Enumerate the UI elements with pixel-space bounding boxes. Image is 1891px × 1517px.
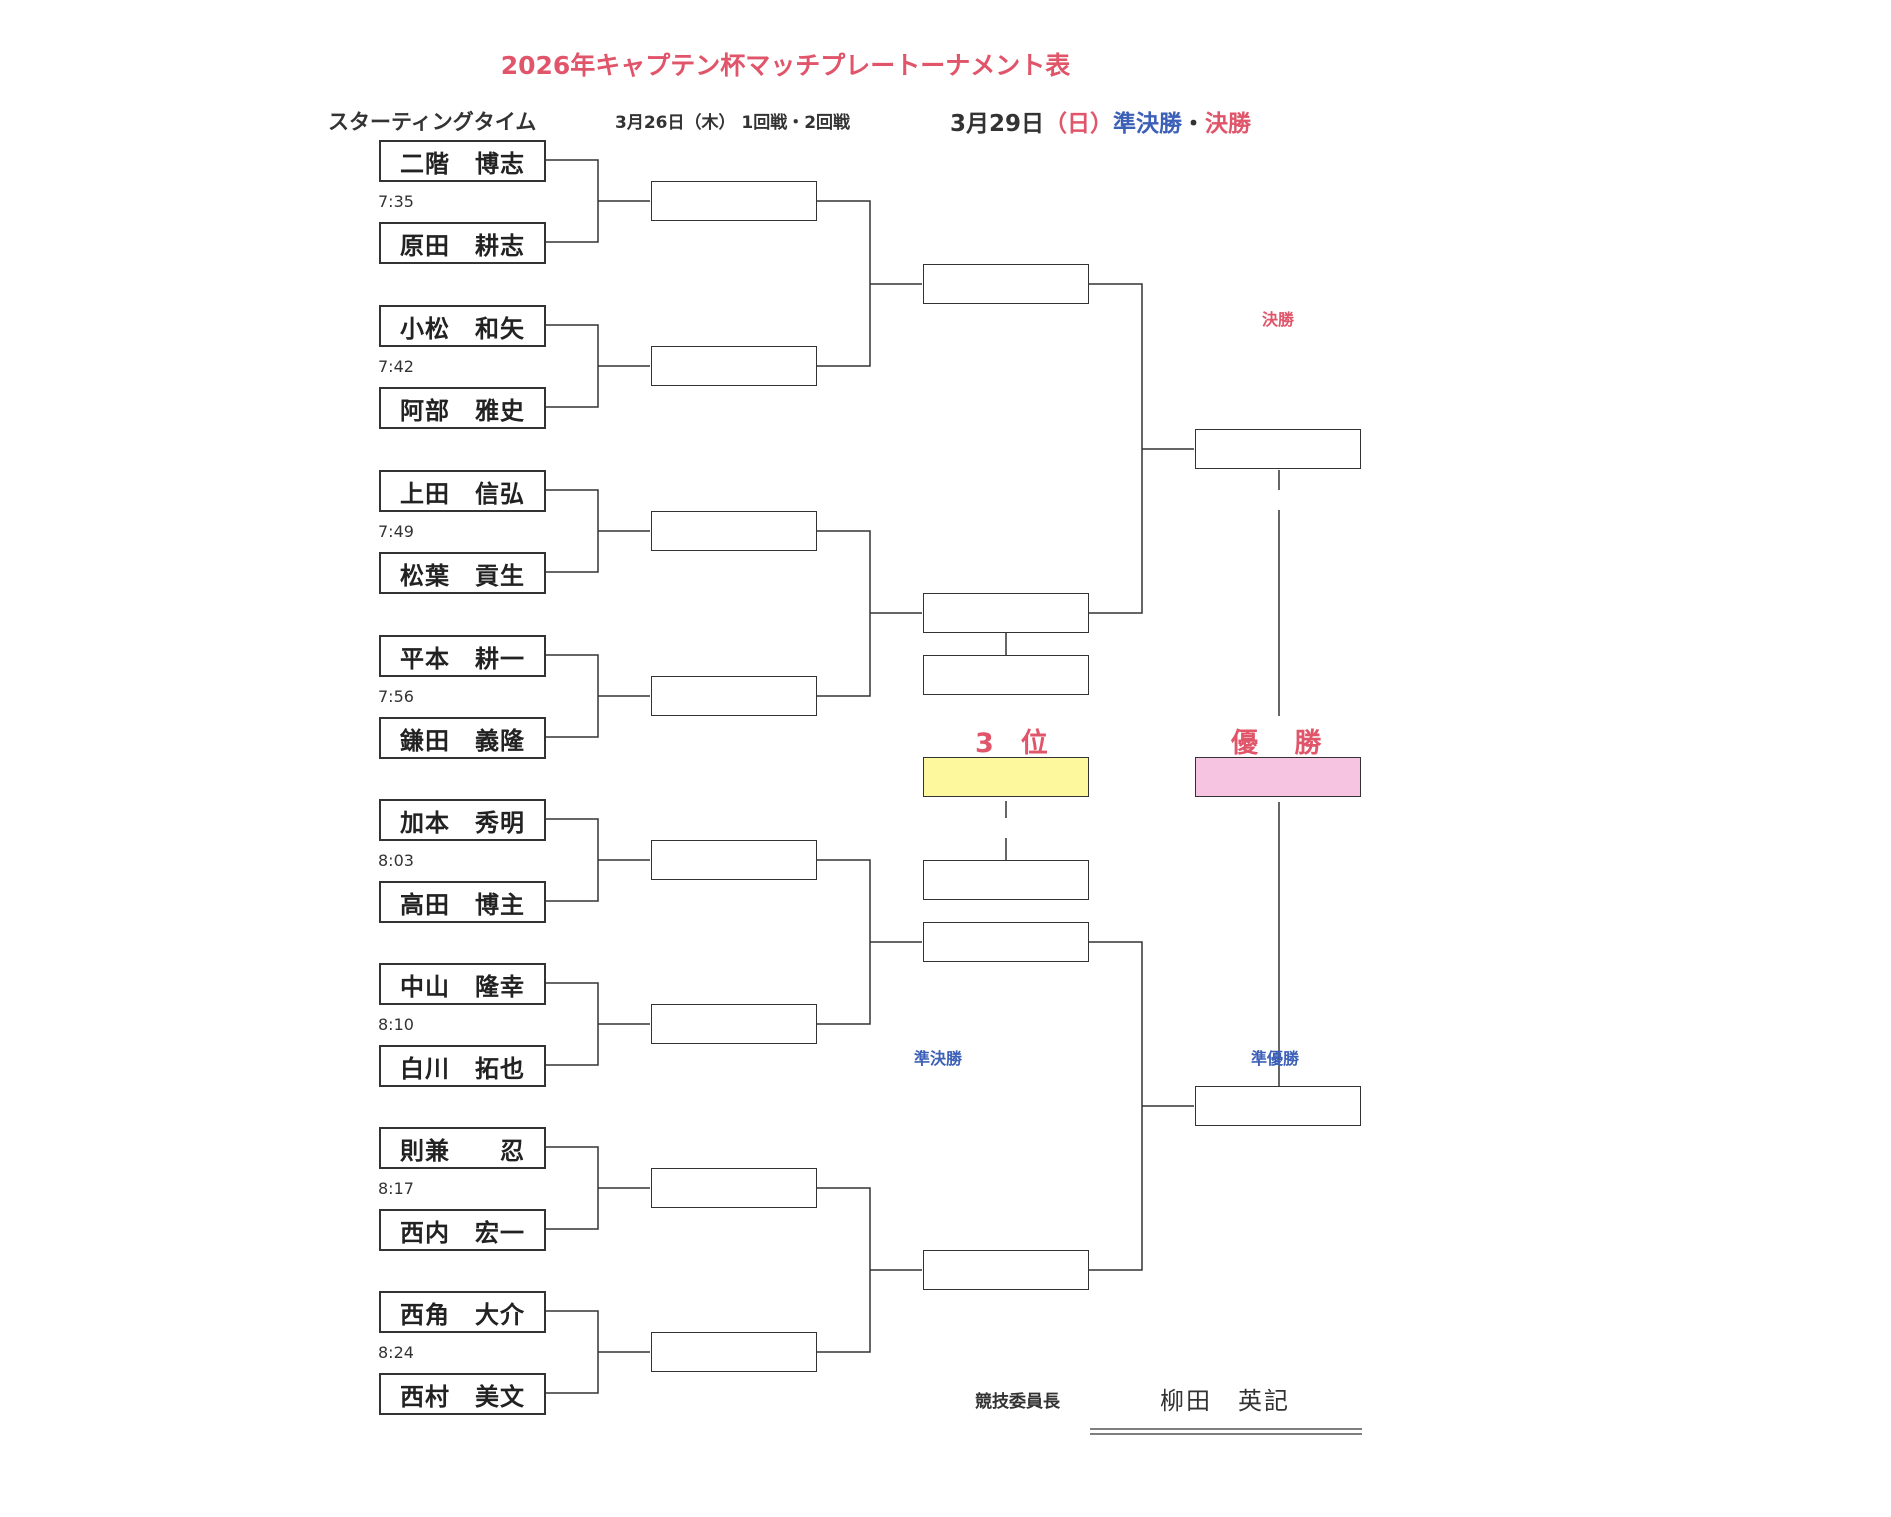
player-name: 西内 宏一	[379, 1209, 546, 1251]
tee-time: 8:17	[378, 1179, 414, 1198]
player-name: 則兼 忍	[379, 1127, 546, 1169]
player-name: 西角 大介	[379, 1291, 546, 1333]
player-name: 加本 秀明	[379, 799, 546, 841]
round2-slot	[651, 1004, 817, 1044]
semifinal-slot	[923, 593, 1089, 633]
round3-separator: ・	[1182, 111, 1206, 137]
third-place-slot	[923, 655, 1089, 695]
round3-semifinal: 準決勝	[1113, 111, 1183, 137]
starting-time-header: スターティングタイム	[328, 110, 537, 134]
round2-slot	[651, 1168, 817, 1208]
player-name: 松葉 貢生	[379, 552, 546, 594]
player-name: 高田 博主	[379, 881, 546, 923]
final-slot	[1195, 1086, 1361, 1126]
semifinal-slot	[923, 922, 1089, 962]
tee-time: 8:24	[378, 1343, 414, 1362]
round2-slot	[651, 181, 817, 221]
tee-time: 8:10	[378, 1015, 414, 1034]
third-place-slot	[923, 860, 1089, 900]
player-name: 阿部 雅史	[379, 387, 546, 429]
round2-slot	[651, 840, 817, 880]
round2-slot	[651, 676, 817, 716]
page-title-text: 2026年キャプテン杯マッチプレートーナメント表	[500, 51, 1071, 80]
third-place-label: 3 位	[975, 728, 1048, 759]
player-name: 平本 耕一	[379, 635, 546, 677]
player-name: 二階 博志	[379, 140, 546, 182]
player-name: 中山 隆幸	[379, 963, 546, 1005]
semifinal-label: 準決勝	[914, 1049, 963, 1068]
tee-time: 7:56	[378, 687, 414, 706]
final-label: 決勝	[1262, 310, 1295, 329]
round3-final: 決勝	[1205, 111, 1252, 137]
player-name: 小松 和矢	[379, 305, 546, 347]
semifinal-slot	[923, 264, 1089, 304]
round2-slot	[651, 1332, 817, 1372]
player-name: 西村 美文	[379, 1373, 546, 1415]
committee-chair-title: 競技委員長	[975, 1392, 1060, 1412]
tee-time: 8:03	[378, 851, 414, 870]
player-name: 原田 耕志	[379, 222, 546, 264]
champion-label: 優 勝	[1231, 728, 1322, 759]
page-title: 2026年キャプテン杯マッチプレートーナメント表	[0, 46, 1891, 82]
runner-up-label: 準優勝	[1251, 1049, 1300, 1068]
round3-day: （日）	[1044, 111, 1114, 137]
round2-slot	[651, 511, 817, 551]
player-name: 上田 信弘	[379, 470, 546, 512]
round1-date-header: 3月26日（木） 1回戦・2回戦	[615, 113, 851, 133]
committee-chair-name: 柳田 英記	[1160, 1387, 1290, 1415]
player-name: 白川 拓也	[379, 1045, 546, 1087]
final-slot	[1195, 429, 1361, 469]
third-place-result-box	[923, 757, 1089, 797]
semifinal-slot	[923, 1250, 1089, 1290]
tee-time: 7:49	[378, 522, 414, 541]
player-name: 鎌田 義隆	[379, 717, 546, 759]
round3-date-header: 3月29日（日）準決勝・決勝	[950, 104, 1251, 138]
round2-slot	[651, 346, 817, 386]
tee-time: 7:35	[378, 192, 414, 211]
tee-time: 7:42	[378, 357, 414, 376]
champion-result-box	[1195, 757, 1361, 797]
round3-date: 3月29日	[950, 111, 1045, 137]
